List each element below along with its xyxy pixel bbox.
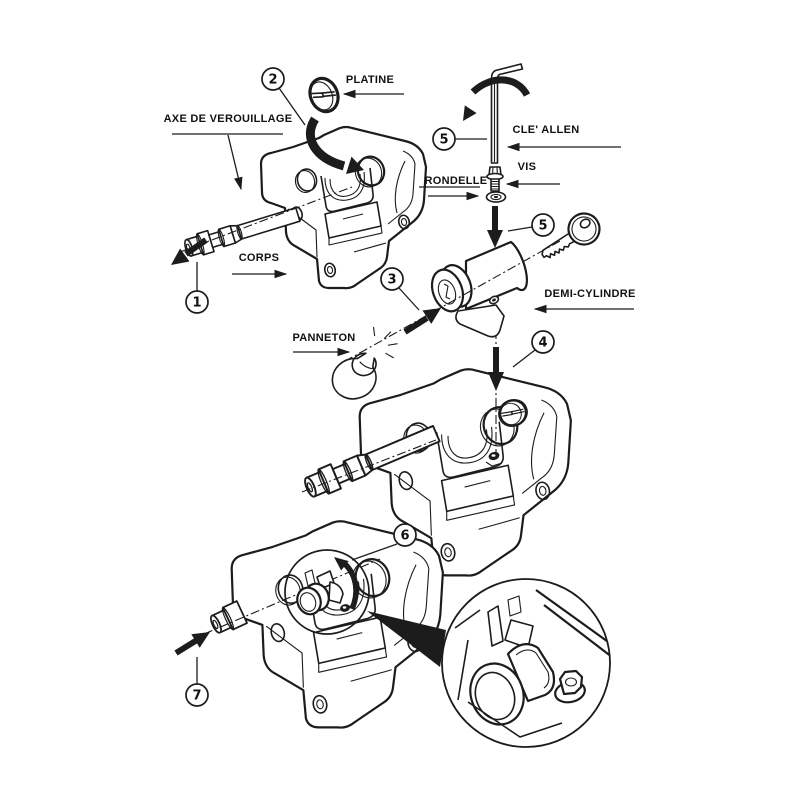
key [541, 212, 601, 259]
balloon-2: 2 [261, 67, 285, 91]
arrow-panneton-on [403, 308, 441, 335]
detail-circle-small [284, 549, 370, 635]
lock-body-top [259, 125, 428, 290]
balloon-7-number: 7 [192, 689, 201, 704]
label-cle-allen-text: CLE' ALLEN [513, 124, 580, 136]
detail-circle-large [441, 578, 611, 748]
rotation-arrow-allen-key [463, 76, 531, 121]
label-corps: CORPS [232, 252, 288, 279]
label-corps-text: CORPS [239, 252, 280, 264]
label-vis-text: VIS [518, 161, 537, 173]
balloon-leaders [196, 87, 536, 684]
rotation-arrow-platine [305, 116, 364, 174]
magnified-clamp [487, 595, 556, 703]
centerline-axle-middle [301, 439, 437, 493]
label-platine-text: PLATINE [346, 74, 394, 86]
axle-stub [210, 600, 248, 634]
balloon-5b: 5 [531, 213, 555, 237]
label-axe-text: AXE DE VEROUILLAGE [164, 113, 293, 125]
installed-cylinder-small [296, 569, 350, 616]
balloon-3: 3 [380, 267, 404, 291]
balloon-5a: 5 [432, 127, 456, 151]
label-vis: VIS [505, 161, 560, 189]
centerline-axle-top [179, 186, 353, 253]
balloon-6: 6 [393, 523, 417, 547]
balloon-6-number: 6 [400, 529, 409, 544]
label-axe-de-verouillage: AXE DE VEROUILLAGE [164, 113, 293, 191]
platine-disc [303, 72, 345, 118]
balloon-1: 1 [185, 290, 209, 314]
label-platine: PLATINE [342, 74, 404, 99]
balloon-7: 7 [185, 683, 209, 707]
label-demi-cylindre: DEMI-CYLINDRE [533, 288, 635, 314]
label-rondelle-text: RONDELLE [425, 175, 488, 187]
balloon-2-number: 2 [268, 73, 277, 88]
half-cylinder [430, 240, 528, 338]
arrow-stub-in [174, 632, 210, 656]
arrow-screw-down [487, 206, 503, 248]
magnified-cylinder-face [469, 662, 525, 726]
label-cle-allen: CLE' ALLEN [506, 124, 621, 152]
magnified-hex-bolt [554, 669, 586, 704]
balloon-1-number: 1 [192, 296, 201, 311]
washer-rondelle [485, 191, 507, 203]
rotation-arrow-cylinder [334, 557, 359, 611]
label-panneton: PANNETON [292, 332, 355, 357]
balloon-4: 4 [531, 330, 555, 354]
label-panneton-text: PANNETON [292, 332, 355, 344]
locking-axle [181, 203, 302, 261]
balloon-5a-number: 5 [439, 133, 448, 148]
balloon-3-number: 3 [387, 273, 396, 288]
label-demi-cylindre-text: DEMI-CYLINDRE [544, 288, 635, 300]
callout-triangle [367, 611, 446, 667]
centerline-key-axis [339, 240, 561, 365]
arrow-cylinder-down [488, 347, 504, 391]
label-rondelle: RONDELLE [419, 175, 488, 201]
screw-vis [486, 166, 504, 192]
seat-screw-hole [485, 451, 503, 467]
balloon-4-number: 4 [538, 336, 547, 351]
arrow-axle-out [171, 237, 208, 265]
balloon-5b-number: 5 [538, 219, 547, 234]
